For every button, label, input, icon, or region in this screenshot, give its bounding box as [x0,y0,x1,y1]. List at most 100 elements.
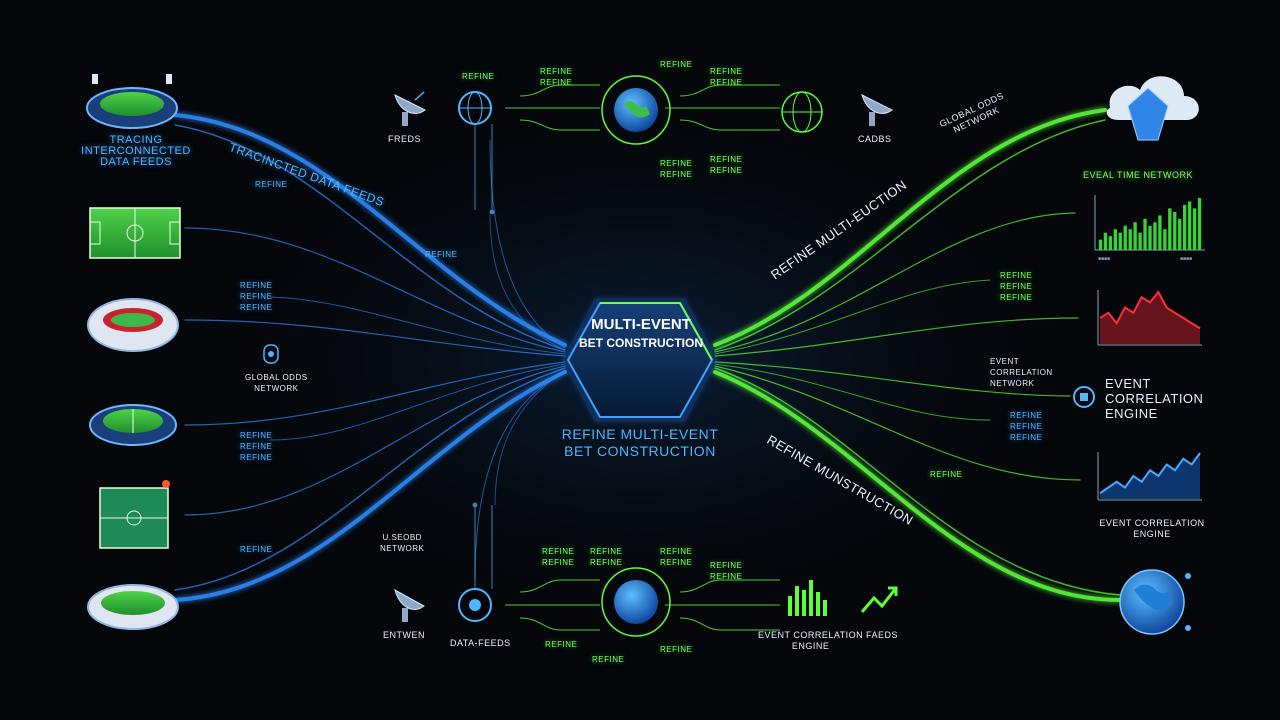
refine-item: refine [240,431,273,440]
event-corr-row-line-2: ENGINE [791,641,830,651]
global-odds-line-2: NETWORK [254,384,299,393]
chart-bar [1178,218,1182,250]
satellite-dish-icon-left[interactable] [394,91,426,126]
refine-label-left-2: refine [240,545,273,554]
event-corr-line-1: EVENT [990,357,1020,366]
event-corr-engine-line-3: ENGINE [1105,406,1158,421]
chart-bar [1148,225,1152,250]
chart-blue-panel [1097,452,1202,501]
chart-bar [1187,201,1192,250]
chart-area-fill [1100,292,1200,344]
refine-item: refine [710,166,743,175]
hub-title-line-2: BET CONSTRUCTION [579,336,703,350]
refine-item: refine [1010,411,1043,420]
correlation-node-icon[interactable] [1073,386,1095,408]
cloud-crystal-icon[interactable] [1106,76,1199,141]
chart-red-panel [1097,290,1202,346]
chart-bar [1143,218,1147,250]
stadium-icon-red[interactable] [87,298,179,352]
refine-item: refine [1000,293,1033,302]
satellite-dish-icon-bottom[interactable] [394,588,425,622]
event-corr-bottom-row: EVENT CORRELATION ENGINE [758,630,863,652]
global-odds-left: GLOBAL ODDS NETWORK [245,372,308,394]
chart-bar [1182,204,1187,250]
data-feeds-bottom-label: DATA-FEEDS [450,638,511,648]
refine-label-left-3: refine [425,250,458,259]
chart-bar [1118,232,1122,250]
globe-icon-top-center[interactable] [601,75,671,145]
refine-bottom-single-3: refine [660,645,693,654]
refine-item: refine [542,558,575,567]
wire-globe-icon-top-right[interactable] [781,91,823,133]
refine-right-single: refine [930,470,963,479]
network-node-icon[interactable] [263,344,279,364]
chart-bar [1103,232,1108,250]
right-flow-lines [713,108,1122,602]
refine-item: refine [542,547,575,556]
chart-bar [1173,211,1177,250]
chart-bar [1098,239,1103,250]
chart-bar [1128,229,1132,250]
hub-node[interactable] [562,298,718,422]
refine-item: refine [240,442,273,451]
football-pitch-icon[interactable] [89,207,181,259]
refine-item: refine [540,67,573,76]
refine-item: refine [710,155,743,164]
refine-item: refine [660,547,693,556]
refine-bottom-pair-3: refine refine [660,546,692,568]
globe-icon-bottom-center[interactable] [601,567,671,637]
refine-item: refine [710,561,743,570]
stadium-icon-top[interactable] [86,74,178,129]
feeds-label: FREDS [388,134,422,144]
tracing-line-2: INTERCONNECTED [81,145,191,157]
chart-bar [1133,222,1137,250]
refine-top-single: refine [462,72,495,81]
chart-bar-panel: ■■■■ ■■■■ [1094,195,1205,262]
refine-group-right-lower: refine refine refine [1010,410,1042,443]
refine-item: refine [1010,422,1043,431]
bottom-network-label: U.SEOBD NETWORK [380,532,424,554]
refine-top-pair-1: refine refine [540,66,572,88]
chart-bar [1108,236,1113,250]
trend-arrow-icon[interactable] [860,586,898,613]
event-corr-line-2: CORRELATION [990,368,1053,377]
chart-bar [1138,232,1142,250]
event-corr-engine-line-1: EVENT [1105,376,1151,391]
refine-item: refine [240,453,273,462]
center-subtitle-line-1: REFINE MULTI-EVENT [561,426,719,442]
refine-item: refine [660,159,693,168]
chart-bar [1123,225,1127,250]
refine-item: refine [1000,271,1033,280]
chart-bar [1163,229,1167,250]
faeds-label: FAEDS [866,630,899,640]
hub-title: MULTI-EVENT BET CONSTRUCTION [556,316,726,352]
chart-bar [1153,222,1157,250]
event-corr-bottom-label: EVENT CORRELATION ENGINE [1092,518,1212,540]
satellite-dish-icon-right[interactable] [861,94,893,126]
chart-area-red [1099,290,1201,344]
stadium-icon-bottom[interactable] [87,584,179,630]
svg-text:■■■■: ■■■■ [1098,256,1110,262]
refine-item: refine [540,78,573,87]
bottom-network-line-2: NETWORK [380,544,425,553]
top-circuit [505,84,780,131]
event-corr-bottom-line-1: EVENT CORRELATION [1099,518,1205,528]
chart-bars [1098,198,1202,250]
bar-chart-icon-bottom[interactable] [788,580,827,616]
refine-top-right-of-globe: refine [660,60,693,69]
refine-bottom-pair-4: refine refine [710,560,742,582]
stadium-icon-middle[interactable] [89,404,177,446]
refine-item: refine [1000,282,1033,291]
tracing-label: TRACING INTERCONNECTED DATA FEEDS [76,135,196,168]
refine-top-pair-4: refine refine [710,154,742,176]
refine-item: refine [590,558,623,567]
entwen-label: ENTWEN [383,630,425,640]
refine-top-pair-3: refine refine [660,158,692,180]
tactics-board-icon[interactable] [99,480,170,549]
refine-item: refine [240,281,273,290]
refine-item: refine [710,67,743,76]
event-corr-engine-label: EVENT CORRELATION ENGINE [1105,376,1203,421]
chart-bar [1113,229,1118,250]
refine-group-right-upper: refine refine refine [1000,270,1032,303]
globe-icon-right[interactable] [1119,569,1191,635]
